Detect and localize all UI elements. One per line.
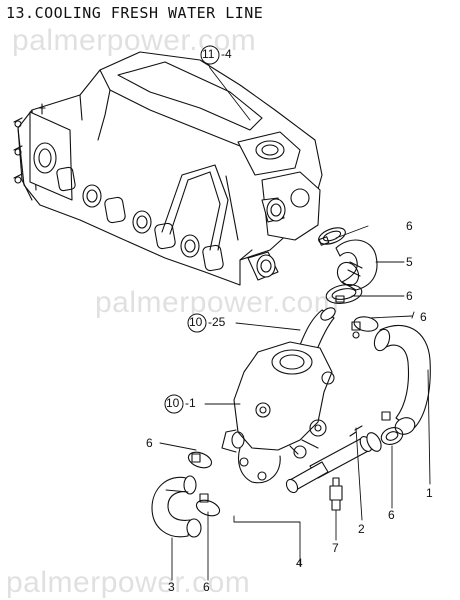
callout-circle-11-4 [200,45,220,65]
part-label-6-bottom: 6 [203,580,210,594]
hose-clamp-left-upper [187,451,213,469]
part-label-6-right: 6 [420,310,427,324]
part-label-7: 7 [332,541,339,555]
cylinder-head-assembly [13,51,323,286]
part-label-6-middle: 6 [406,289,413,303]
hose-5 [335,239,378,291]
callout-circle-10-25 [187,313,207,333]
callout-11-num: 11 [202,47,215,61]
watermark-middle: palmerpower.com [95,286,340,319]
callout-10-1-suffix: -1 [185,396,196,410]
part-label-5: 5 [406,255,413,269]
hose-1 [373,324,431,435]
leader-lines [159,61,431,581]
part-label-3: 3 [168,580,175,594]
hose-clamp-left-lower [195,493,221,517]
water-pump [221,341,335,484]
callout-11-suffix: -4 [221,47,232,61]
part-label-6-left: 6 [146,436,153,450]
watermark-bottom: palmerpower.com [6,566,251,599]
page-title: 13.COOLING FRESH WATER LINE [6,4,264,22]
part-label-2: 2 [358,522,365,536]
callout-10-25-suffix: -25 [208,315,226,329]
part-label-6-upper: 6 [406,219,413,233]
part-label-4: 4 [296,556,303,570]
hose-clamp-upper [318,227,346,246]
callout-10-1-num: 10 [166,396,180,410]
part-label-6-lower-right: 6 [388,508,395,522]
hose-clamp-right-lower [380,411,404,445]
water-pipe-elbow [299,307,336,353]
pipe-4 [285,461,329,494]
hose-clamp-lower [325,284,363,304]
callout-10-25-num: 10 [189,315,203,329]
part-label-1: 1 [426,486,433,500]
hose-clamp-right-upper [351,316,379,339]
hose-3 [151,475,202,538]
callout-circle-10-1 [164,394,184,414]
